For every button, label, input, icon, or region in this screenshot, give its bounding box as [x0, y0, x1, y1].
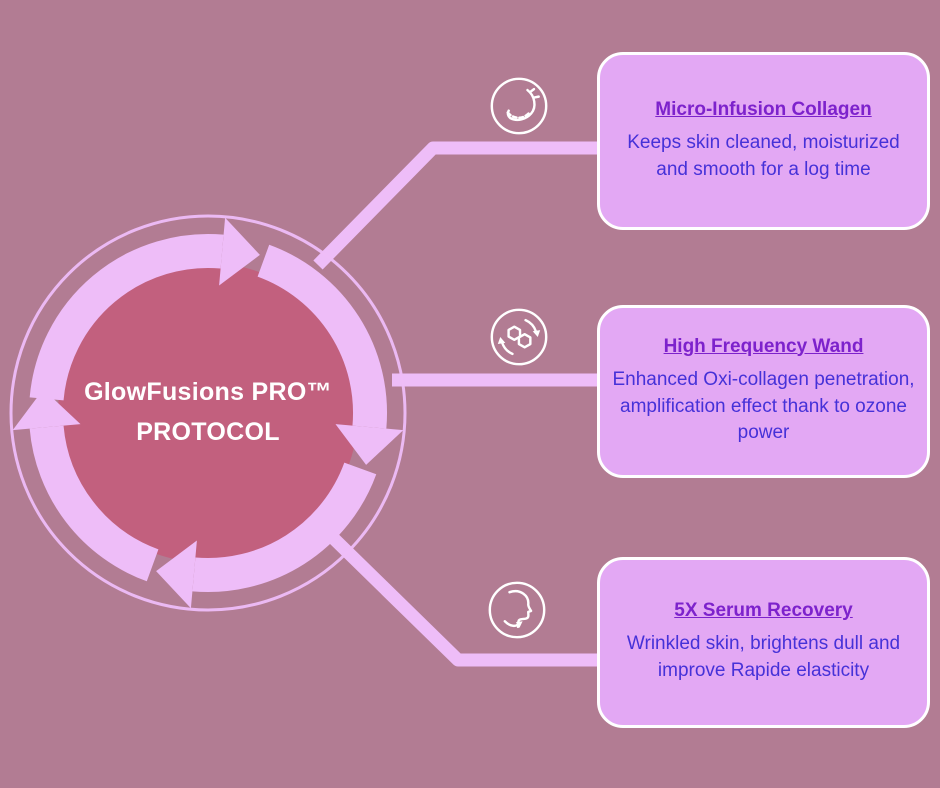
protocol-title-line2: PROTOCOL — [136, 418, 280, 446]
face-profile-icon — [487, 580, 547, 640]
card-body: Wrinkled skin, brightens dull and improv… — [626, 633, 901, 681]
connector-top — [313, 141, 612, 270]
arrowhead-bottom — [156, 540, 197, 609]
arrowhead-left — [12, 389, 81, 431]
card-title: Micro-Infusion Collagen — [655, 98, 872, 120]
chin-contour-icon — [489, 76, 549, 136]
arrowhead-top — [219, 217, 260, 286]
card-title: High Frequency Wand — [663, 335, 864, 357]
card-high-frequency-wand: High Frequency Wand Enhanced Oxi-collage… — [597, 305, 930, 478]
card-title: 5X Serum Recovery — [674, 600, 853, 622]
card-micro-infusion-collagen: Micro-Infusion Collagen Keeps skin clean… — [597, 52, 930, 230]
card-5x-serum-recovery: 5X Serum Recovery Wrinkled skin, brighte… — [597, 557, 930, 728]
connector-bottom — [320, 525, 612, 667]
protocol-title: GlowFusions PRO™ PROTOCOL — [28, 372, 388, 452]
cycle-arrows — [12, 217, 404, 609]
molecule-cycle-icon — [489, 307, 549, 367]
outer-ring — [9, 214, 407, 612]
card-body: Enhanced Oxi-collagen penetration, ampli… — [612, 368, 915, 444]
center-circle — [58, 263, 358, 563]
card-body: Keeps skin cleaned, moisturized and smoo… — [627, 131, 900, 180]
protocol-title-line1: GlowFusions PRO™ — [84, 378, 332, 406]
arrowhead-right — [335, 424, 404, 465]
